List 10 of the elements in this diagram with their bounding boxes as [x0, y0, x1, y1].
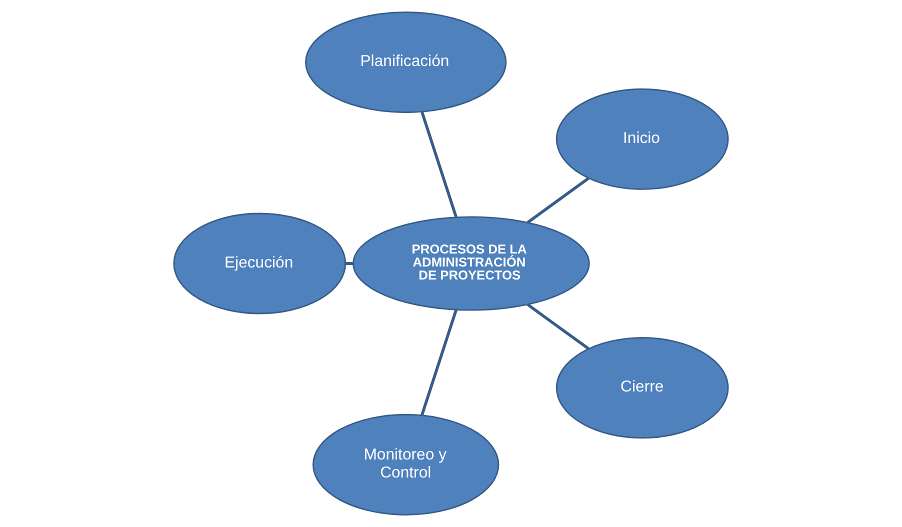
node-ellipse: Monitoreo y Control	[312, 414, 500, 516]
node-ellipse: Cierre	[556, 337, 729, 439]
node-ellipse: Ejecución	[173, 212, 346, 314]
node-ellipse: Planificación	[305, 12, 507, 114]
node-ellipse: PROCESOS DE LA ADMINISTRACIÓN DE PROYECTOS	[352, 216, 590, 311]
connector	[420, 309, 458, 416]
connector	[526, 303, 590, 350]
connector	[526, 177, 590, 224]
node-ellipse: Inicio	[556, 88, 729, 190]
connector	[420, 112, 458, 218]
